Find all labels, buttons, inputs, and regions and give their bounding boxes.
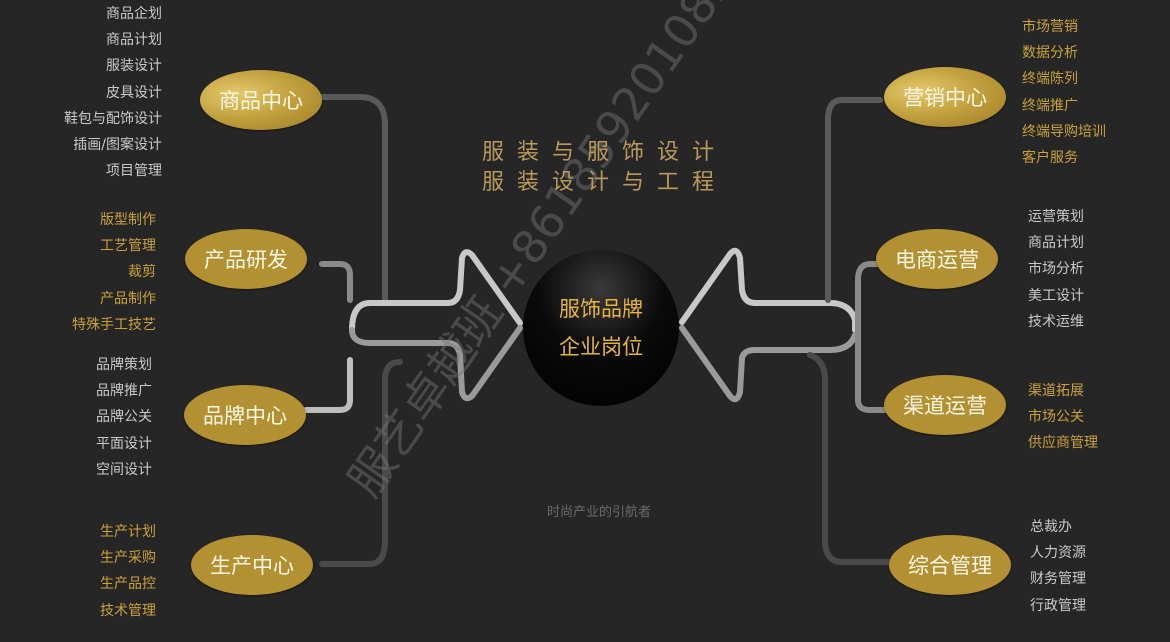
list-item: 鞋包与配饰设计 bbox=[64, 110, 162, 127]
list-item: 商品计划 bbox=[106, 32, 162, 49]
list-item: 市场公关 bbox=[1028, 409, 1084, 426]
list-item: 服装设计 bbox=[106, 58, 162, 75]
list-item: 终端导购培训 bbox=[1022, 123, 1106, 140]
list-item: 工艺管理 bbox=[100, 238, 156, 255]
connector-left-2 bbox=[319, 261, 353, 303]
list-item: 市场营销 bbox=[1022, 19, 1078, 35]
list-marketing-center: 市场营销 数据分析 终端陈列 终端推广 终端导购培训 客户服务 bbox=[1022, 14, 1106, 171]
list-item: 品牌推广 bbox=[96, 383, 152, 400]
list-item: 技术管理 bbox=[100, 602, 156, 619]
node-merchandise-center: 商品中心 bbox=[200, 70, 322, 130]
node-product-rd: 产品研发 bbox=[185, 229, 307, 289]
node-channel: 渠道运营 bbox=[884, 375, 1006, 435]
connector-left-1 bbox=[319, 94, 388, 303]
list-item: 平面设计 bbox=[96, 435, 152, 452]
list-item: 运营策划 bbox=[1028, 209, 1084, 225]
hub-line-1: 服饰品牌 bbox=[559, 297, 643, 321]
node-general-management: 综合管理 bbox=[889, 535, 1011, 595]
slogan: 时尚产业的引航者 bbox=[547, 505, 652, 520]
list-item: 商品企划 bbox=[106, 6, 162, 22]
connector-right-1 bbox=[825, 97, 883, 303]
list-general-management: 总裁办 人力资源 财务管理 行政管理 bbox=[1030, 514, 1086, 619]
list-item: 生产品控 bbox=[100, 576, 156, 593]
list-item: 行政管理 bbox=[1030, 597, 1086, 614]
list-item: 终端陈列 bbox=[1022, 71, 1078, 88]
arrow-left-bottom bbox=[349, 325, 523, 402]
list-item: 渠道拓展 bbox=[1028, 383, 1084, 399]
list-item: 供应商管理 bbox=[1028, 435, 1098, 452]
list-production-center: 生产计划 生产采购 生产品控 技术管理 bbox=[100, 519, 156, 624]
node-marketing-center: 营销中心 bbox=[884, 67, 1006, 127]
list-item: 空间设计 bbox=[96, 461, 152, 478]
hub-line-2: 企业岗位 bbox=[559, 335, 643, 359]
list-item: 插画/图案设计 bbox=[73, 137, 162, 154]
list-item: 数据分析 bbox=[1022, 45, 1078, 62]
list-item: 皮具设计 bbox=[106, 84, 162, 101]
connector-left-4 bbox=[319, 359, 403, 567]
title-line-2: 服装设计与工程 bbox=[482, 170, 728, 195]
list-product-rd: 版型制作 工艺管理 裁剪 产品制作 特殊手工技艺 bbox=[72, 207, 156, 338]
list-ecommerce: 运营策划 商品计划 市场分析 美工设计 技术运维 bbox=[1028, 204, 1084, 335]
list-item: 生产采购 bbox=[100, 550, 156, 567]
connector-left-3 bbox=[303, 357, 353, 413]
list-item: 美工设计 bbox=[1028, 287, 1084, 304]
list-item: 项目管理 bbox=[106, 163, 162, 180]
list-item: 技术运维 bbox=[1028, 313, 1084, 330]
node-brand-center: 品牌中心 bbox=[184, 385, 306, 445]
list-channel: 渠道拓展 市场公关 供应商管理 bbox=[1028, 378, 1098, 457]
list-item: 市场分析 bbox=[1028, 261, 1084, 278]
list-item: 人力资源 bbox=[1030, 545, 1086, 562]
list-brand-center: 品牌策划 品牌推广 品牌公关 平面设计 空间设计 bbox=[96, 352, 152, 483]
list-item: 裁剪 bbox=[128, 264, 156, 281]
list-item: 总裁办 bbox=[1030, 519, 1072, 535]
list-item: 财务管理 bbox=[1030, 571, 1086, 588]
list-item: 客户服务 bbox=[1022, 150, 1078, 167]
connector-right-2 bbox=[855, 261, 888, 413]
list-item: 终端推广 bbox=[1022, 97, 1078, 114]
arrow-right-bottom bbox=[679, 325, 858, 403]
list-item: 特殊手工技艺 bbox=[72, 316, 156, 333]
list-merchandise-center: 商品企划 商品计划 服装设计 皮具设计 鞋包与配饰设计 插画/图案设计 项目管理 bbox=[64, 1, 162, 184]
list-item: 品牌策划 bbox=[96, 357, 152, 373]
list-item: 产品制作 bbox=[100, 290, 156, 307]
list-item: 商品计划 bbox=[1028, 235, 1084, 252]
list-item: 版型制作 bbox=[100, 212, 156, 228]
arrow-right-top bbox=[679, 247, 858, 333]
list-item: 品牌公关 bbox=[96, 409, 152, 426]
list-item: 生产计划 bbox=[100, 524, 156, 540]
connector-right-4 bbox=[807, 352, 896, 565]
node-ecommerce: 电商运营 bbox=[876, 229, 998, 289]
hub-circle: 服饰品牌 企业岗位 bbox=[523, 250, 679, 406]
title-line-1: 服装与服饰设计 bbox=[482, 140, 728, 165]
node-production-center: 生产中心 bbox=[191, 535, 313, 595]
arrow-left-top bbox=[349, 249, 523, 333]
